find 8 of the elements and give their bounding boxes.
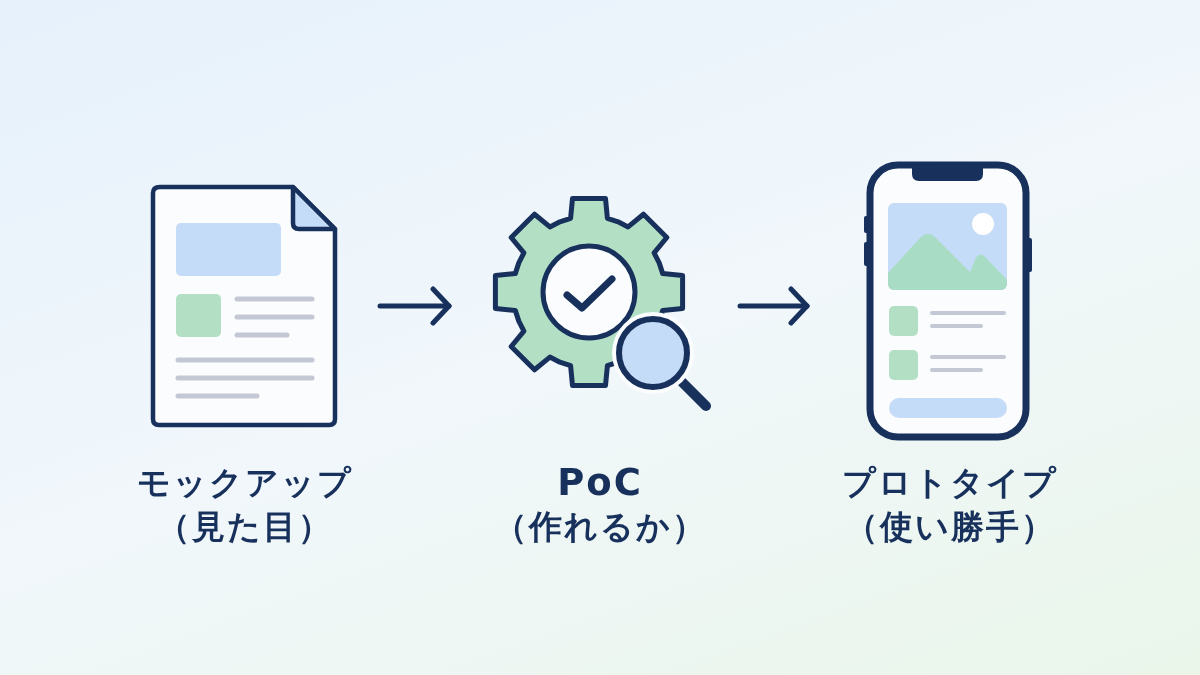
node-title: モックアップ <box>137 464 353 502</box>
arrow <box>737 286 810 326</box>
node-title: プロトタイプ <box>842 464 1058 502</box>
node-subtitle: （作れるか） <box>493 508 707 546</box>
arrow <box>377 286 452 326</box>
node-subtitle: （見た目） <box>157 508 333 546</box>
node-subtitle: （使い勝手） <box>844 508 1056 546</box>
node-title: PoC <box>557 462 643 505</box>
